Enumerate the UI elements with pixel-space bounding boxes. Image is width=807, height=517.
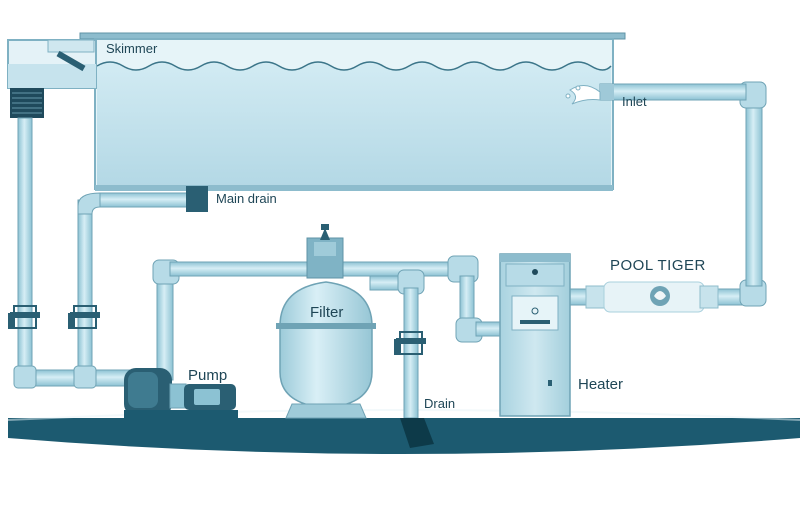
main-drain-grate: [186, 186, 208, 212]
pump: [124, 368, 238, 418]
waste-drain: [400, 418, 434, 448]
skimmer-box: [7, 39, 97, 118]
pool-tiger-device: [585, 281, 719, 313]
pool: [79, 32, 626, 191]
drain-label: Drain: [424, 396, 456, 411]
heater: [499, 253, 571, 417]
inlet-jet: [565, 84, 614, 105]
ground-slab: [8, 418, 800, 454]
filter-label: Filter: [310, 304, 344, 321]
filter-tank: [276, 224, 376, 419]
ground-shadow: [7, 409, 801, 421]
inlet-label: Inlet: [622, 94, 647, 109]
valves: [8, 305, 426, 355]
heater-label: Heater: [578, 376, 624, 393]
main-drain-label: Main drain: [216, 191, 277, 206]
pump-label: Pump: [188, 367, 228, 384]
skimmer-label: Skimmer: [106, 41, 158, 56]
pool-tiger-label: POOL TIGER: [610, 257, 706, 274]
